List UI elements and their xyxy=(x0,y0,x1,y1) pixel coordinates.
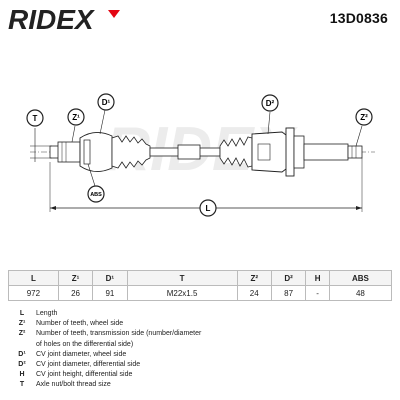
svg-text:D¹: D¹ xyxy=(102,98,111,107)
value-abs: 48 xyxy=(328,285,393,301)
value-d2: 87 xyxy=(270,285,307,301)
ridex-logo: RIDEX xyxy=(8,4,120,34)
callout-z2: Z² xyxy=(355,108,373,126)
header-abs: ABS xyxy=(328,270,393,286)
header-z1: Z¹ xyxy=(57,270,94,286)
abs-ring xyxy=(83,139,91,165)
callout-t: T xyxy=(26,109,44,127)
svg-text:Z²: Z² xyxy=(360,113,368,122)
svg-text:D²: D² xyxy=(266,99,275,108)
header-d1: D¹ xyxy=(92,270,128,286)
value-t: M22x1.5 xyxy=(126,285,238,301)
callout-abs: ABS xyxy=(87,185,105,203)
legend: L Length Z¹ Number of teeth, wheel side … xyxy=(12,309,201,391)
svg-text:Z¹: Z¹ xyxy=(72,113,80,122)
callout-z1: Z¹ xyxy=(67,108,85,126)
value-h: - xyxy=(305,285,330,301)
callout-l: L xyxy=(199,199,217,217)
svg-text:L: L xyxy=(206,204,211,213)
header-t: T xyxy=(126,270,238,286)
flange xyxy=(285,127,295,177)
legend-item: L Length xyxy=(19,310,58,317)
svg-text:ABS: ABS xyxy=(90,192,102,198)
value-d1: 91 xyxy=(92,285,128,301)
svg-text:T: T xyxy=(33,114,38,123)
spec-table-value-row: 972 26 91 M22x1.5 24 87 - 48 xyxy=(8,285,393,301)
legend-item: Z² Number of teeth, transmission side (n… xyxy=(18,330,202,338)
logo-text: RIDEX xyxy=(8,4,96,34)
header-h: H xyxy=(305,270,330,286)
spec-table: L Z¹ D¹ T Z² D² H ABS 972 26 91 M22x1.5 … xyxy=(8,270,393,301)
part-number: 13D0836 xyxy=(329,10,388,26)
spline-transmission-side xyxy=(303,143,349,161)
callout-d1: D¹ xyxy=(97,93,115,111)
header-l: L xyxy=(8,270,59,286)
vibration-damper xyxy=(177,144,201,160)
spline-wheel-side xyxy=(57,141,81,163)
callout-d2: D² xyxy=(261,94,279,112)
legend-item: T Axle nut/bolt thread size xyxy=(19,381,111,389)
outer-boot xyxy=(111,135,151,169)
spec-table-header-row: L Z¹ D¹ T Z² D² H ABS xyxy=(8,270,393,286)
legend-item: D¹ CV joint diameter, wheel side xyxy=(18,350,127,358)
value-z1: 26 xyxy=(57,285,94,301)
header-d2: D² xyxy=(270,270,307,286)
logo-accent-icon xyxy=(108,10,120,18)
legend-item: of holes on the differential side) xyxy=(36,340,134,348)
legend-item: D² CV joint diameter, differential side xyxy=(18,361,141,369)
value-z2: 24 xyxy=(236,285,272,301)
legend-item: Z¹ Number of teeth, wheel side xyxy=(18,320,124,328)
value-l: 972 xyxy=(8,285,59,301)
legend-item: H CV joint height, differential side xyxy=(19,371,133,379)
drive-shaft-drawing: RIDEX T Z¹ xyxy=(26,93,375,217)
header-z2: Z² xyxy=(236,270,272,286)
